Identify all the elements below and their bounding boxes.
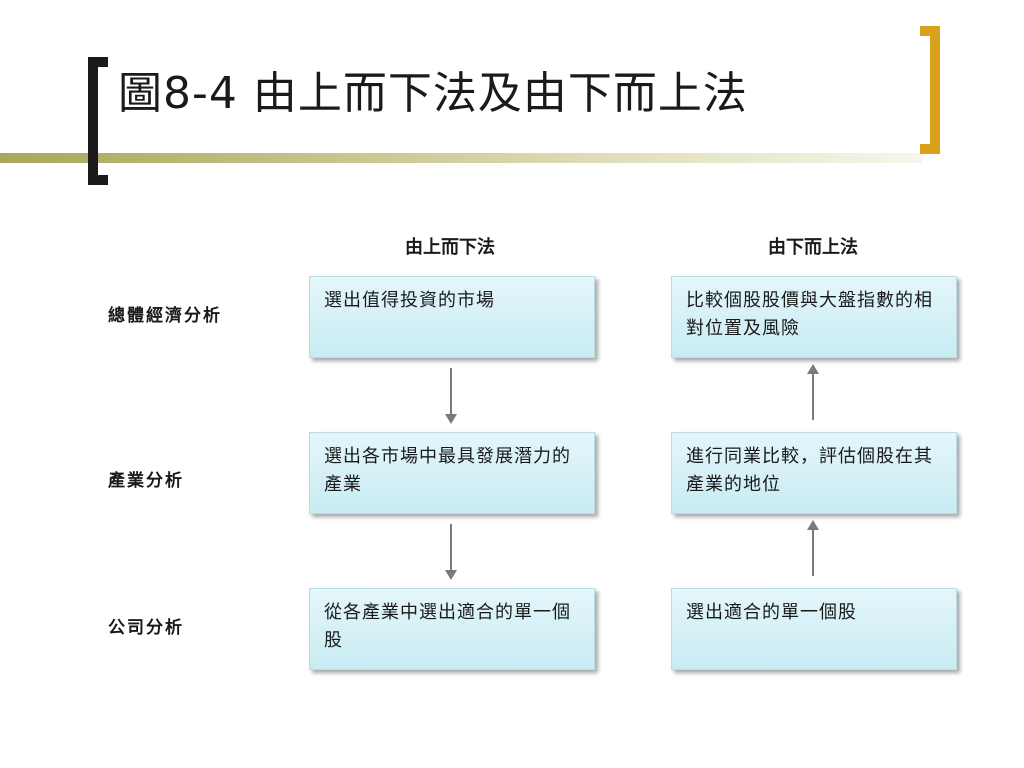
row-label-industry: 產業分析 — [108, 471, 184, 491]
box-text: 進行同業比較，評估個股在其產業的地位 — [686, 446, 933, 495]
row-label-macro: 總體經濟分析 — [108, 306, 222, 326]
arrow-down-icon — [445, 368, 457, 424]
box-text: 選出適合的單一個股 — [686, 602, 857, 623]
column-header-top-down: 由上而下法 — [405, 237, 495, 258]
top-down-box-industry: 選出各市場中最具發展潛力的產業 — [309, 432, 595, 514]
top-down-box-company: 從各產業中選出適合的單一個股 — [309, 588, 595, 670]
arrow-up-icon — [807, 364, 819, 420]
box-text: 比較個股股價與大盤指數的相對位置及風險 — [686, 290, 933, 339]
column-header-bottom-up: 由下而上法 — [768, 237, 858, 258]
row-label-company: 公司分析 — [108, 618, 184, 638]
bottom-up-box-industry: 進行同業比較，評估個股在其產業的地位 — [671, 432, 957, 514]
arrow-up-icon — [807, 520, 819, 576]
title-rule — [0, 153, 922, 163]
bottom-up-box-macro: 比較個股股價與大盤指數的相對位置及風險 — [671, 276, 957, 358]
bottom-up-box-company: 選出適合的單一個股 — [671, 588, 957, 670]
left-bracket — [88, 57, 108, 185]
box-text: 選出值得投資的市場 — [324, 290, 495, 311]
arrow-down-icon — [445, 524, 457, 580]
top-down-box-macro: 選出值得投資的市場 — [309, 276, 595, 358]
page-title: 圖8-4 由上而下法及由下而上法 — [118, 68, 748, 119]
box-text: 選出各市場中最具發展潛力的產業 — [324, 446, 571, 495]
right-bracket — [920, 26, 940, 154]
box-text: 從各產業中選出適合的單一個股 — [324, 602, 571, 651]
